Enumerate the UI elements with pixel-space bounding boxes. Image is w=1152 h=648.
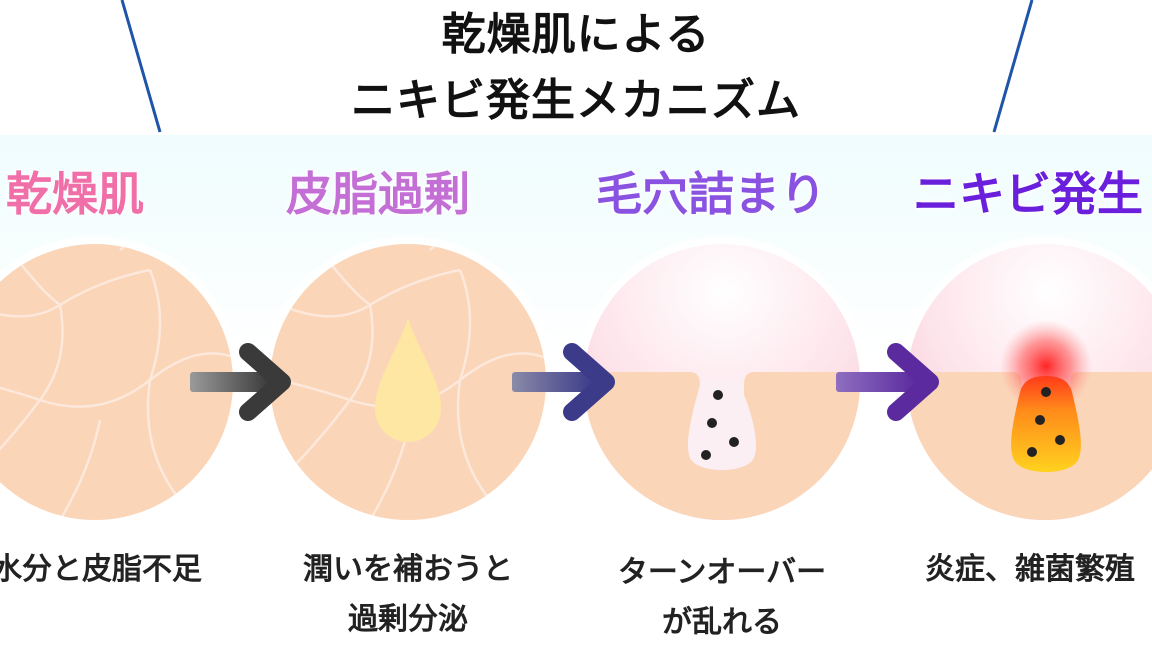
- dry-skin-circle: [0, 236, 241, 528]
- right-arrow-icon: [512, 343, 615, 421]
- clogged-pore-circle: [576, 236, 868, 528]
- step1-caption: 水分と皮脂不足: [0, 545, 232, 595]
- step4-heading: ニキビ発生: [913, 167, 1143, 221]
- step1-heading: 乾燥肌: [6, 167, 144, 221]
- step3-caption-line1: ターンオーバー: [617, 555, 827, 590]
- step3-heading: 毛穴詰まり: [596, 167, 826, 221]
- right-arrow-icon: [836, 343, 939, 421]
- title-frame: [120, 0, 1034, 133]
- page-title-line2: ニキビ発生メカニズム: [351, 75, 801, 126]
- excess-sebum-circle: [262, 236, 554, 528]
- step2-caption-line2: 過剰分泌: [348, 602, 468, 637]
- step1-caption-line1: 水分と皮脂不足: [0, 552, 202, 587]
- step3-caption: ターンオーバー が乱れる: [597, 548, 847, 648]
- step4-caption: 炎症、雑菌繁殖: [925, 545, 1152, 595]
- step2-caption-line1: 潤いを補おうと: [303, 552, 513, 587]
- header-background: [0, 0, 1152, 135]
- page-title-line1: 乾燥肌による: [441, 9, 711, 60]
- step2-caption: 潤いを補おうと 過剰分泌: [283, 545, 533, 645]
- step2-heading: 皮脂過剰: [286, 167, 470, 221]
- sebum-drop-icon: [375, 318, 441, 442]
- acne-circle: [899, 236, 1152, 528]
- step3-caption-line2: が乱れる: [662, 605, 782, 640]
- step4-caption-line1: 炎症、雑菌繁殖: [925, 552, 1135, 587]
- right-arrow-icon: [190, 343, 291, 421]
